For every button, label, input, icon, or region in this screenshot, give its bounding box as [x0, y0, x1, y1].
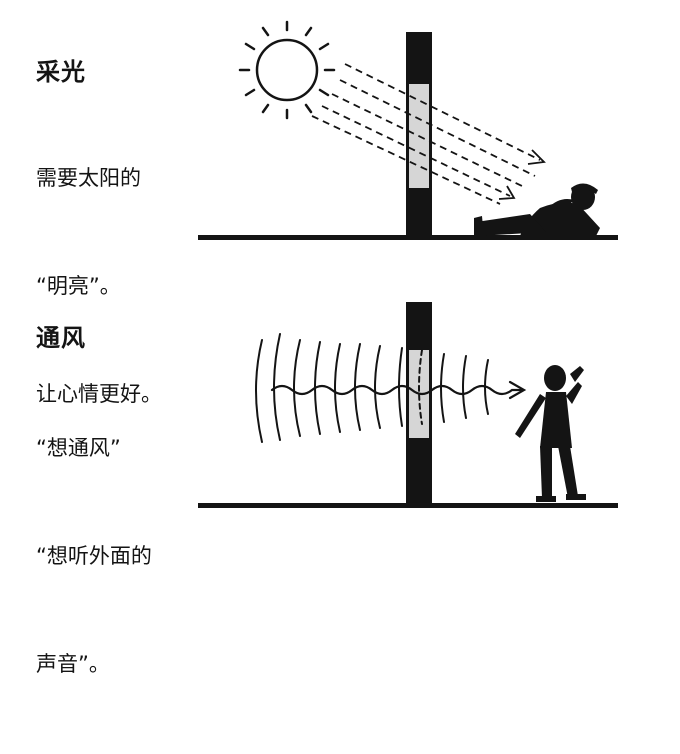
wind-arrow	[270, 380, 527, 400]
standing-person-icon	[515, 365, 586, 502]
sunlight-rays	[311, 63, 541, 205]
lighting-illustration	[198, 20, 618, 240]
lighting-caption-line-2: “明亮”。	[36, 274, 121, 298]
reclining-person-icon	[474, 183, 600, 238]
ventilation-heading: 通风	[36, 324, 86, 352]
ventilation-caption-line-1: “想通风”	[36, 436, 121, 460]
lighting-caption: 需要太阳的 “明亮”。 让心情更好。	[36, 88, 162, 484]
sun-icon	[238, 20, 336, 120]
ventilation-illustration	[198, 302, 618, 508]
ventilation-caption-line-3: 声音”。	[36, 652, 110, 676]
lighting-panel: 采光 需要太阳的 “明亮”。 让心情更好。	[0, 0, 680, 406]
lighting-caption-line-1: 需要太阳的	[36, 166, 141, 190]
lighting-caption-line-3: 让心情更好。	[36, 382, 162, 406]
lighting-wall	[406, 32, 432, 238]
ventilation-panel: 通风 “想通风” “想听外面的 声音”。	[0, 270, 680, 676]
ventilation-caption-line-2: “想听外面的	[36, 544, 152, 568]
sunlight-arrowheads	[498, 149, 546, 200]
lighting-heading: 采光	[36, 58, 86, 86]
